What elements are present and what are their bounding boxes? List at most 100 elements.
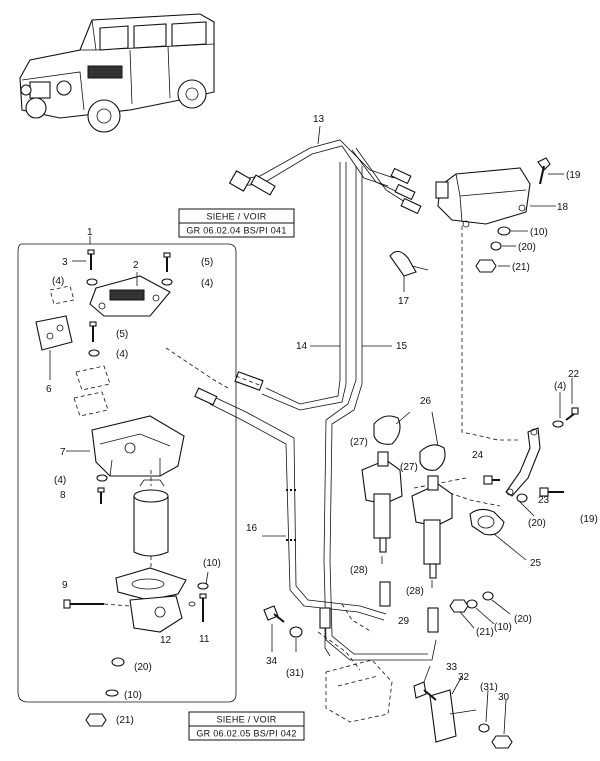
nut-part-21[interactable] (449, 599, 469, 613)
bolt-part-9[interactable] (63, 599, 104, 609)
callout-29: 29 (398, 616, 410, 627)
module-part-18[interactable] (435, 167, 531, 228)
washer-part-10[interactable] (466, 599, 478, 609)
callout-14: 14 (296, 341, 308, 352)
clamp-part-25[interactable] (469, 508, 505, 536)
callout-18: 18 (557, 202, 569, 213)
washer-part-20[interactable] (516, 493, 528, 503)
callout-5: (5) (201, 257, 213, 268)
callout-4: (4) (116, 349, 128, 360)
nut-part-21[interactable] (85, 713, 107, 727)
washer-part-4[interactable] (552, 420, 564, 428)
motor-cylinder[interactable] (133, 479, 169, 557)
callout-10: (10) (530, 227, 548, 238)
washer-part-20[interactable] (490, 241, 502, 251)
callout-31: (31) (286, 668, 304, 679)
callout-21: (21) (116, 715, 134, 726)
mounting-bracket-dashed (325, 659, 393, 723)
reference-box-1[interactable]: SIEHE / VOIR GR 06.02.04 BS/PI 041 (178, 208, 295, 238)
callout-27: (27) (350, 437, 368, 448)
screw-part-8[interactable] (97, 487, 105, 504)
callout-labels: 1 2 3 (4) (5) (4) (5) (4) 6 7 (4) 8 9 (1… (46, 114, 598, 726)
callout-26: 26 (420, 396, 432, 407)
screw-part-22[interactable] (565, 407, 579, 421)
cable-harness-13[interactable] (228, 139, 422, 215)
nut-part-21[interactable] (475, 259, 497, 273)
cap-part-26[interactable] (373, 415, 446, 471)
cable-part-15[interactable] (323, 166, 437, 661)
callout-5: (5) (116, 329, 128, 340)
ground-strap-part-23[interactable] (505, 427, 541, 497)
screw-part-33[interactable] (413, 681, 437, 701)
callout-10: (10) (203, 558, 221, 569)
callout-8: 8 (60, 490, 66, 501)
callout-6: 6 (46, 384, 52, 395)
washer-part-4[interactable] (161, 278, 173, 286)
connector-part-29[interactable] (379, 581, 439, 633)
washer-part-10[interactable] (197, 582, 209, 590)
callout-20: (20) (518, 242, 536, 253)
washer-part-20[interactable] (482, 591, 494, 601)
screw-part-5[interactable] (163, 252, 171, 272)
callout-4: (4) (554, 381, 566, 392)
reference-box-2[interactable]: SIEHE / VOIR GR 06.02.05 BS/PI 042 (188, 711, 305, 741)
callout-24: 24 (472, 450, 484, 461)
reference-title: SIEHE / VOIR (216, 715, 276, 725)
callout-23: 23 (538, 495, 550, 506)
washer-part-4[interactable] (96, 474, 108, 482)
strap-part-17[interactable] (389, 250, 429, 277)
actuator-part-28[interactable] (411, 475, 453, 579)
callout-19: (19) (580, 514, 598, 525)
callout-28: (28) (406, 586, 424, 597)
screw-part-11[interactable] (199, 593, 207, 622)
nut-part-30[interactable] (491, 735, 513, 749)
cable-part-14[interactable] (234, 162, 347, 411)
callout-4: (4) (52, 276, 64, 287)
washer-part-4[interactable] (86, 278, 98, 286)
callout-17: 17 (398, 296, 410, 307)
washer-part-4[interactable] (88, 349, 100, 357)
screw-part-34[interactable] (263, 605, 285, 623)
washer-part-31[interactable] (478, 723, 490, 733)
callout-30: 30 (498, 692, 510, 703)
bracket-part-32[interactable] (429, 689, 477, 743)
flange-part-12[interactable] (129, 595, 183, 633)
callout-22: 22 (568, 369, 580, 380)
connector-cable-end[interactable] (319, 607, 331, 657)
callout-20: (20) (134, 662, 152, 673)
screw-part-5[interactable] (89, 321, 97, 342)
callout-16: 16 (246, 523, 258, 534)
callout-31: (31) (480, 682, 498, 693)
screw-part-24[interactable] (483, 475, 500, 485)
callout-4: (4) (54, 475, 66, 486)
washer-part-20[interactable] (111, 657, 125, 667)
callout-27: (27) (400, 462, 418, 473)
callout-21: (21) (476, 627, 494, 638)
callout-1: 1 (87, 227, 93, 238)
callout-34: 34 (266, 656, 278, 667)
callout-32: 32 (458, 672, 470, 683)
washer-part-31[interactable] (289, 626, 303, 638)
washer-part-10[interactable] (497, 226, 511, 236)
callout-11: 11 (199, 634, 210, 645)
callout-10: (10) (494, 622, 512, 633)
callout-20: (20) (528, 518, 546, 529)
actuator-part-28[interactable] (361, 451, 403, 553)
callout-7: 7 (60, 447, 66, 458)
cable-part-16[interactable] (194, 387, 387, 621)
housing-part-7[interactable] (91, 415, 185, 477)
reference-code: GR 06.02.04 BS/PI 041 (186, 226, 286, 236)
control-unit-part-2[interactable] (89, 275, 171, 317)
callout-2: 2 (133, 260, 139, 271)
callout-9: 9 (62, 580, 68, 591)
callout-25: 25 (530, 558, 542, 569)
plate-part-6[interactable] (35, 315, 73, 351)
callout-4: (4) (201, 278, 213, 289)
callout-20: (20) (514, 614, 532, 625)
screw-part-3[interactable] (87, 249, 95, 270)
screw-part-19[interactable] (537, 157, 551, 185)
screw-part-19[interactable] (539, 487, 564, 497)
callout-19: (19 (566, 170, 581, 181)
washer-part-10[interactable] (105, 689, 119, 697)
